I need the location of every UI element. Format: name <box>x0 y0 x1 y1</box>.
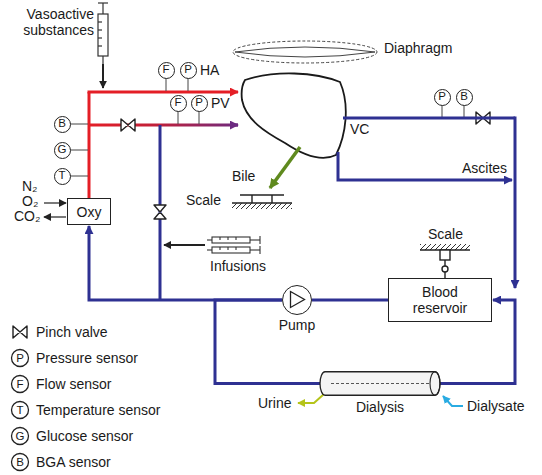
legend-text: Pinch valve <box>36 324 108 340</box>
vessel-label: VC <box>350 121 369 137</box>
infusion-arrow <box>164 244 205 246</box>
gas-label: CO₂ <box>14 208 40 224</box>
temperature-sensor: T <box>54 168 71 185</box>
diaphragm-outline <box>233 41 377 63</box>
dialyzer-body <box>320 371 440 396</box>
legend-letter: B <box>12 455 28 469</box>
caval-tube <box>343 117 515 120</box>
arterial-tube <box>88 92 91 198</box>
pressure-sensor: P <box>180 62 197 79</box>
liver-outline <box>242 73 346 157</box>
flow-sensor: F <box>170 95 187 112</box>
legend-text: Temperature sensor <box>36 402 161 418</box>
substance-label: Vasoactive substances <box>2 6 94 38</box>
syringe-icon <box>98 3 108 64</box>
part-label: Dialysate <box>467 398 525 414</box>
vessel-label: PV <box>211 95 230 111</box>
part-label: Ascites <box>462 160 507 176</box>
gas-arrow <box>44 216 66 217</box>
caval-tube <box>514 117 517 289</box>
dosing-arrow <box>102 64 104 88</box>
pinch-valve <box>121 119 135 131</box>
dialyzer-end <box>430 372 440 396</box>
dialyzer-body <box>320 372 440 396</box>
ascites-tube <box>338 152 512 180</box>
bile-arrow <box>270 147 300 188</box>
flow-sensor: F <box>158 62 175 79</box>
dialyzer-membrane <box>331 383 429 384</box>
legend-letter: G <box>12 429 28 443</box>
dialysate-arrow <box>443 396 463 406</box>
box-label: Oxy <box>77 204 102 220</box>
part-label: Infusions <box>210 258 266 274</box>
legend-text: Pressure sensor <box>36 350 138 366</box>
part-label: Dialysis <box>356 399 404 415</box>
dialyzer-cylinder: Dialysis <box>320 371 440 396</box>
oxygenator-box: Oxy <box>67 198 111 225</box>
part-label: Scale <box>186 192 221 208</box>
sensor-letter: P <box>195 97 203 109</box>
arterial-tube <box>88 91 239 94</box>
sensor-letter: F <box>162 64 169 76</box>
pump-triangle <box>291 292 305 308</box>
bga-sensor: B <box>54 116 71 133</box>
sensor-letter: P <box>184 64 192 76</box>
pressure-sensor: P <box>191 95 208 112</box>
bga-sensor: B <box>456 89 473 106</box>
glucose-sensor: G <box>54 142 71 159</box>
part-label: Urine <box>258 395 291 411</box>
legend-letter: T <box>12 403 28 417</box>
syringe-icon <box>207 236 260 254</box>
legend-symbol <box>12 326 29 471</box>
part-label: Scale <box>428 226 463 242</box>
urine-arrow <box>298 394 324 403</box>
tube-connector <box>89 226 282 300</box>
pressure-sensor: P <box>434 89 451 106</box>
pump-triangle <box>283 286 310 313</box>
box-label: Blood reservoir <box>395 284 485 316</box>
legend-text: Glucose sensor <box>36 428 133 444</box>
sensor-letter: T <box>58 170 65 182</box>
scale-symbol <box>232 195 292 209</box>
reservoir-box: Blood reservoir <box>388 278 492 322</box>
portal-tube-head <box>230 124 238 127</box>
legend-letter: P <box>12 351 28 365</box>
sensor-letter: B <box>460 91 468 103</box>
vessel-label: HA <box>200 62 219 78</box>
legend-letter: F <box>12 377 28 391</box>
sensor-letter: P <box>438 91 446 103</box>
legend-text: Flow sensor <box>36 376 111 392</box>
part-label: Pump <box>279 317 316 333</box>
pump-symbol: Pump <box>282 285 312 315</box>
pinch-valve <box>154 205 166 219</box>
part-label: Diaphragm <box>384 40 452 56</box>
tube-connector <box>312 299 388 302</box>
portal-tube <box>89 124 238 127</box>
sensor-letter: G <box>58 144 67 156</box>
legend-text: BGA sensor <box>36 454 111 470</box>
part-label: Bile <box>232 168 255 184</box>
gas-label: O₂ <box>22 193 38 209</box>
gas-label: N₂ <box>22 178 38 194</box>
sensor-letter: F <box>174 97 181 109</box>
sensor-letter: B <box>58 118 66 130</box>
sensor-stalk <box>70 78 464 176</box>
gas-arrow <box>44 202 66 203</box>
scale-symbol <box>420 244 470 278</box>
